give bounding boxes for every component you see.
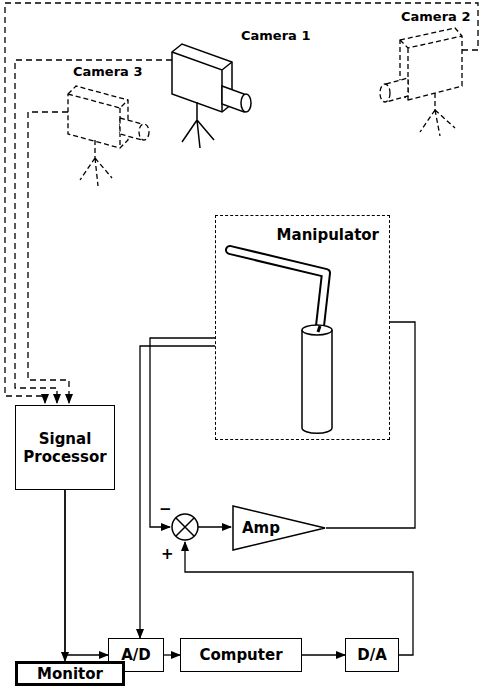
display-box: Monitor (15, 661, 125, 686)
process-box: Computer (180, 638, 302, 672)
manipulator-figure (230, 250, 332, 433)
amplifier-triangle-path (233, 506, 325, 550)
camera-2-figure (380, 28, 462, 136)
sign-label: + (160, 545, 175, 563)
process-box: D/A (345, 638, 399, 672)
feedback-wire (150, 338, 413, 655)
camera-wire (5, 3, 478, 403)
signal-connector (326, 322, 415, 528)
signal-connector (65, 490, 108, 655)
camera-label: Camera 3 (72, 64, 143, 79)
node-text: Manipulator (216, 226, 379, 244)
summing-junction (172, 514, 198, 540)
camera-label: Camera 1 (240, 28, 311, 43)
camera-1-figure (172, 44, 251, 148)
sign-label: − (158, 500, 173, 518)
signal-connector (164, 654, 180, 655)
node-text: Amp (242, 519, 326, 537)
node-text: Monitor (22, 665, 118, 683)
node-text: Signal Processor (20, 430, 110, 466)
node-text: D/A (349, 646, 395, 664)
process-box: Signal Processor (15, 405, 115, 490)
signal-connector (302, 654, 345, 655)
amplifier-triangle: Amp (232, 505, 326, 551)
dashed-housing: Manipulator (215, 215, 390, 440)
camera-3-figure (68, 86, 149, 186)
camera-label: Camera 2 (400, 9, 471, 24)
node-text: Computer (185, 646, 297, 664)
signal-connector (64, 490, 65, 661)
signal-connector (140, 346, 215, 638)
